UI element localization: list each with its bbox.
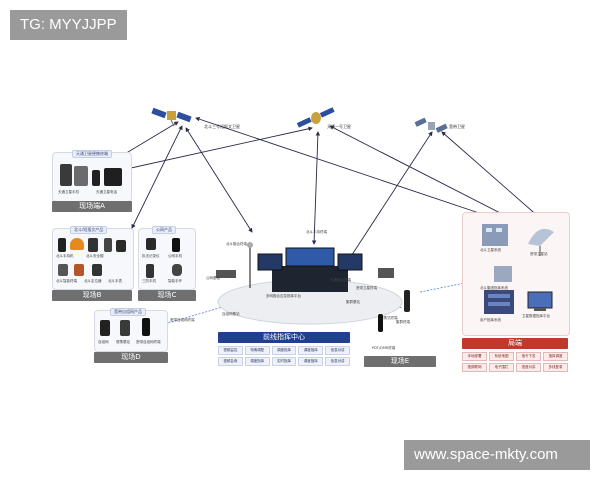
site-b-device-3: 北斗智能终端 <box>56 279 77 283</box>
bureau-label-5: 卫星数据指挥平台 <box>522 314 550 318</box>
site-c-device-2: 公网手机 <box>168 254 182 258</box>
watermark-top-left: TG: MYYJJPP <box>10 10 127 40</box>
site-b-device-4: 北斗定位器 <box>84 279 102 283</box>
mesh-radio-icon <box>100 320 110 336</box>
center-function-6[interactable]: 视频会商 <box>218 357 243 366</box>
beidou-terminal-icon <box>88 238 98 252</box>
bureau-function-8[interactable]: 多线登录 <box>543 363 568 372</box>
beidou-device-icon <box>104 238 112 252</box>
command-center-vehicle-icon <box>216 242 403 325</box>
beidou-box-icon <box>92 264 102 276</box>
center-small-label-2: 北斗手持终端 <box>306 230 327 234</box>
center-small-label-3: 公网基站 <box>206 276 220 280</box>
center-function-7[interactable]: 调度指挥 <box>244 357 270 366</box>
bureau-function-2[interactable]: 系统地图 <box>489 352 514 361</box>
satellite-broadband-icon <box>414 117 448 133</box>
command-vehicle-label: 多网融合应急指挥平台 <box>266 294 301 298</box>
site-d-device-2: 便携基站 <box>116 340 130 344</box>
bureau-label-3: 北斗集团指挥系统 <box>480 286 508 290</box>
beidou-locator-icon <box>58 264 68 276</box>
site-d-device-1: 自组网 <box>98 340 109 344</box>
watermark-bottom-right: www.space-mkty.com <box>404 440 590 470</box>
pdt-radio-icon <box>378 314 383 332</box>
site-d-label: 现场D <box>94 352 168 363</box>
site-c-label: 现场C <box>138 290 196 301</box>
center-function-9[interactable]: 调度指挥 <box>298 357 324 366</box>
beidou-helmet-icon <box>70 238 84 250</box>
center-function-3[interactable]: 调度指挥 <box>271 346 297 355</box>
link-sat3-center <box>345 131 433 265</box>
site-c-device-4: 智能手环 <box>168 279 182 283</box>
center-function-2[interactable]: 特情调配 <box>244 346 270 355</box>
site-b-device-1: 北斗手持机 <box>56 254 74 258</box>
site-a-device-2: 天通卫星电话 <box>96 190 117 194</box>
center-small-label-4: 天通融合终端 <box>330 278 351 282</box>
command-center-functions: 视频监控 特情调配 调度指挥 调度指挥 信息对讲 视频会商 调度指挥 实时指挥 … <box>218 346 350 366</box>
rugged-phone-icon <box>146 264 154 278</box>
site-d-panel-title: 宽带自组网产品 <box>110 308 146 316</box>
link-sat1-site-b <box>131 125 183 229</box>
beidou-handheld-icon <box>58 238 66 252</box>
bureau-function-3[interactable]: 指令下发 <box>516 352 541 361</box>
satellite-tiantong-icon <box>296 107 335 128</box>
site-d-device-3: 宽带自组网终端 <box>136 340 161 344</box>
link-center-site-d <box>164 305 227 325</box>
trunk-radio-icon <box>404 290 410 312</box>
center-function-4[interactable]: 调度指挥 <box>298 346 324 355</box>
handheld-phone-icon <box>92 170 100 186</box>
satellite-phone-icon <box>60 164 72 186</box>
center-small-label-1: 北斗融合终端 <box>226 242 247 246</box>
beidou-tracker-icon <box>116 240 126 252</box>
center-function-8[interactable]: 实时指挥 <box>271 357 297 366</box>
satellite-phone-2-icon <box>74 166 88 186</box>
center-function-10[interactable]: 信息对讲 <box>325 357 350 366</box>
center-small-label-6: 自组网基站 <box>222 312 240 316</box>
satellite-broadband-label: 宽带卫星 <box>449 124 465 129</box>
command-center-title: 前线指挥中心 <box>218 332 350 343</box>
portable-base-icon <box>120 320 130 336</box>
mesh-terminal-icon <box>142 318 150 336</box>
site-c-device-3: 三防手机 <box>142 279 156 283</box>
center-small-label-7: 集群基站 <box>346 300 360 304</box>
site-a-label: 现场端A <box>52 201 132 212</box>
bureau-label-2: 宽带卫星站 <box>530 252 548 256</box>
bureau-illustration <box>482 224 554 314</box>
link-sat2-site-a <box>121 126 313 172</box>
center-small-label-5: 宽带卫星终端 <box>356 286 377 290</box>
site-e-device-1: PDT/DMR终端 <box>372 346 396 350</box>
site-a-device-1: 天通卫星手机 <box>58 190 79 194</box>
satellite-beidou-label: 北斗三号短报文卫星 <box>204 124 240 129</box>
site-c-device-1: 执法记录仪 <box>142 254 160 258</box>
site-a-panel-title: 天通卫星便携终端 <box>72 150 112 158</box>
center-small-label-8: 宽带自组网终端 <box>170 318 195 322</box>
bureau-label-1: 北斗卫星系统 <box>480 248 501 252</box>
center-function-1[interactable]: 视频监控 <box>218 346 243 355</box>
site-e-device-2: 集群终端 <box>396 320 410 324</box>
bureau-function-5[interactable]: 视频联网 <box>462 363 487 372</box>
satellite-beidou-icon <box>151 107 192 127</box>
bureau-label-4: 用户指挥系统 <box>480 318 501 322</box>
site-b-device-5: 北斗手表 <box>108 279 122 283</box>
center-function-5[interactable]: 信息对讲 <box>325 346 350 355</box>
bureau-title: 局端 <box>462 338 568 349</box>
bureau-functions: 本地部署 系统地图 指令下发 指挥调度 视频联网 电子围栏 语音对讲 多线登录 <box>462 352 568 372</box>
smart-band-icon <box>172 264 182 276</box>
body-camera-icon <box>146 238 156 250</box>
satellite-terminal-icon <box>104 168 122 186</box>
link-sat2-center <box>311 131 321 245</box>
bureau-function-7[interactable]: 语音对讲 <box>516 363 541 372</box>
center-small-label-9: 便携式终端 <box>380 316 398 320</box>
bureau-function-6[interactable]: 电子围栏 <box>489 363 514 372</box>
site-b-label: 现场B <box>52 290 132 301</box>
link-sat3-bureau <box>441 131 541 219</box>
beidou-watch-icon <box>74 264 84 276</box>
public-phone-icon <box>172 238 180 252</box>
bureau-function-1[interactable]: 本地部署 <box>462 352 487 361</box>
bureau-function-4[interactable]: 指挥调度 <box>543 352 568 361</box>
site-b-panel-title: 北斗/短报文产品 <box>70 226 108 234</box>
site-c-panel-title: 公网产品 <box>152 226 176 234</box>
satellite-tiantong-label: 天通一号卫星 <box>327 124 351 129</box>
site-e-label: 现场E <box>364 356 436 367</box>
site-b-device-2: 北斗安全帽 <box>86 254 104 258</box>
